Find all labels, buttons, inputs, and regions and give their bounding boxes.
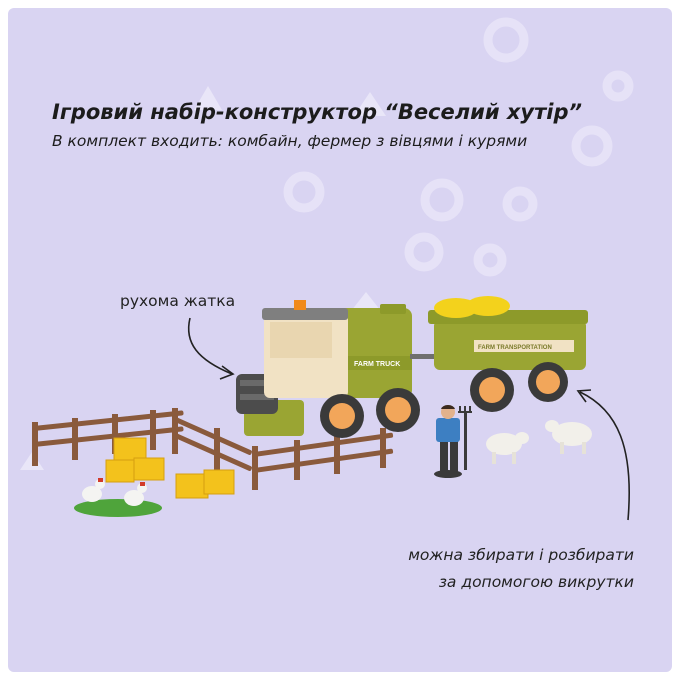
toy-set-illustration: FARM TRUCK FARM TRANSPORTATION: [32, 296, 631, 521]
deco-ring: [571, 125, 613, 167]
deco-ring: [404, 232, 444, 272]
assembly-annotation-line: за допомогою викрутки: [438, 573, 634, 591]
sheep: [486, 420, 592, 464]
arrow-head: [576, 389, 592, 403]
arrow-head: [219, 365, 235, 380]
arrow-to-trailer: [579, 391, 631, 521]
assembly-annotation-line: можна збирати і розбирати: [408, 546, 634, 564]
hay-bales: [105, 437, 235, 499]
fence: [32, 408, 394, 490]
deco-ring: [502, 186, 538, 222]
trailer-label: FARM TRANSPORTATION: [478, 345, 552, 351]
header-annotation: рухома жатка: [120, 292, 236, 310]
farmer-figure: [434, 404, 472, 478]
deco-triangle: [354, 92, 386, 116]
chickens: [74, 478, 162, 517]
deco-ring: [602, 70, 634, 102]
page-title: Ігровий набір-конструктор “Веселий хутір…: [52, 100, 583, 124]
deco-ring: [283, 171, 325, 213]
assembly-annotation: можна збирати і розбирати за допомогою в…: [328, 542, 634, 596]
deco-triangle: [194, 86, 222, 110]
deco-ring: [483, 17, 529, 63]
page-subtitle: В комплект входить: комбайн, фермер з ві…: [52, 132, 528, 150]
combine-label: FARM TRUCK: [354, 361, 400, 368]
deco-ring: [473, 243, 507, 277]
grain-trailer: FARM TRANSPORTATION: [410, 296, 588, 412]
combine-harvester: FARM TRUCK: [236, 300, 420, 438]
arrow-to-header: [188, 317, 233, 375]
deco-ring: [420, 178, 464, 222]
product-card: Ігровий набір-конструктор “Веселий хутір…: [8, 8, 672, 672]
